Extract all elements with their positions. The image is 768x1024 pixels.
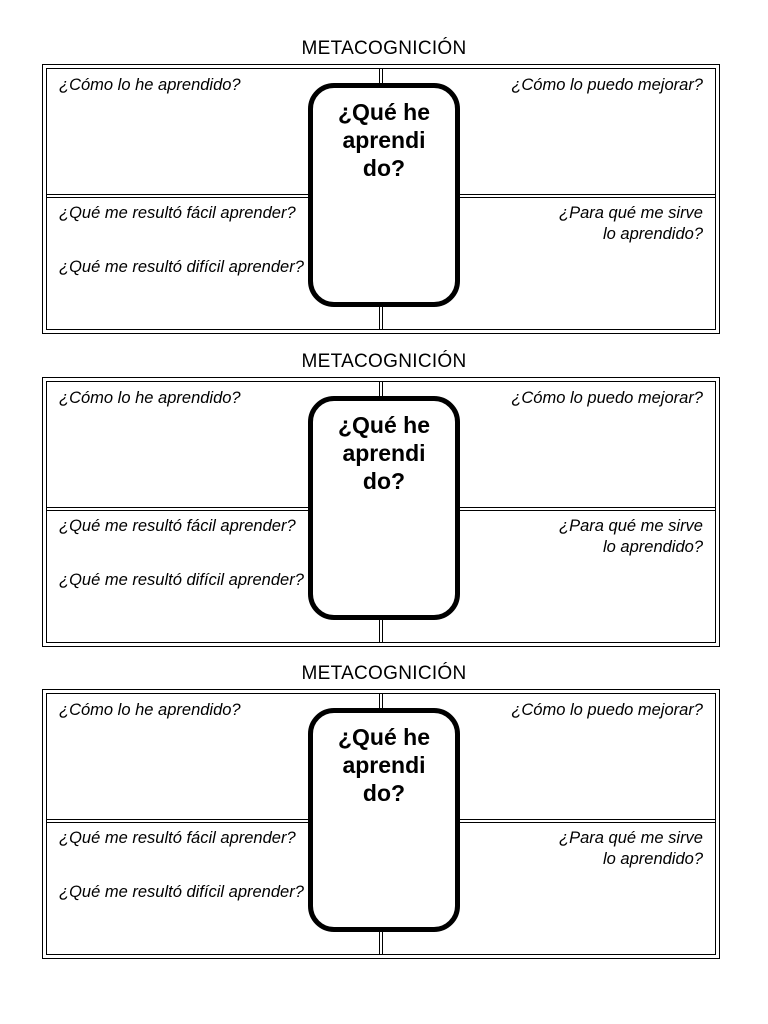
prompt-bottom-left-1: ¿Qué me resultó fácil aprender? bbox=[59, 829, 296, 847]
prompt-bottom-right-line1: ¿Para qué me sirve bbox=[559, 829, 703, 847]
prompt-bottom-right-line2: lo aprendido? bbox=[603, 850, 703, 868]
worksheet-title: METACOGNICIÓN bbox=[301, 38, 467, 59]
prompt-bottom-left-1: ¿Qué me resultó fácil aprender? bbox=[59, 204, 296, 222]
center-line-3: do? bbox=[362, 780, 406, 806]
metacognition-worksheet-2: METACOGNICIÓN ¿Cómo lo he aprendido? ¿Có… bbox=[0, 351, 768, 647]
prompt-bottom-right-line1: ¿Para qué me sirve bbox=[559, 517, 703, 535]
prompt-bottom-right: ¿Para qué me sirve lo aprendido? bbox=[453, 516, 703, 558]
prompt-bottom-right-line2: lo aprendido? bbox=[603, 225, 703, 243]
center-question-label: ¿Qué he aprendi do? bbox=[313, 401, 455, 495]
center-line-1: ¿Qué he bbox=[337, 99, 430, 125]
prompt-top-right: ¿Cómo lo puedo mejorar? bbox=[511, 701, 703, 719]
prompt-bottom-right: ¿Para qué me sirve lo aprendido? bbox=[453, 203, 703, 245]
center-question-label: ¿Qué he aprendi do? bbox=[313, 88, 455, 182]
center-question-box: ¿Qué he aprendi do? bbox=[308, 708, 460, 932]
prompt-bottom-right-line1: ¿Para qué me sirve bbox=[559, 204, 703, 222]
center-line-2: aprendi bbox=[342, 752, 426, 778]
prompt-bottom-left-2: ¿Qué me resultó difícil aprender? bbox=[59, 258, 304, 276]
worksheet-panel-inner: ¿Cómo lo he aprendido? ¿Cómo lo puedo me… bbox=[46, 693, 716, 955]
worksheet-panel: ¿Cómo lo he aprendido? ¿Cómo lo puedo me… bbox=[42, 689, 720, 959]
center-question-box: ¿Qué he aprendi do? bbox=[308, 83, 460, 307]
worksheet-panel-inner: ¿Cómo lo he aprendido? ¿Cómo lo puedo me… bbox=[46, 68, 716, 330]
prompt-top-left: ¿Cómo lo he aprendido? bbox=[59, 701, 241, 719]
prompt-top-right: ¿Cómo lo puedo mejorar? bbox=[511, 389, 703, 407]
prompt-top-left: ¿Cómo lo he aprendido? bbox=[59, 389, 241, 407]
center-line-3: do? bbox=[362, 468, 406, 494]
prompt-bottom-right: ¿Para qué me sirve lo aprendido? bbox=[453, 828, 703, 870]
worksheet-panel: ¿Cómo lo he aprendido? ¿Cómo lo puedo me… bbox=[42, 64, 720, 334]
center-question-label: ¿Qué he aprendi do? bbox=[313, 713, 455, 807]
prompt-bottom-left-1: ¿Qué me resultó fácil aprender? bbox=[59, 517, 296, 535]
prompt-bottom-left-2: ¿Qué me resultó difícil aprender? bbox=[59, 883, 304, 901]
prompt-top-right: ¿Cómo lo puedo mejorar? bbox=[511, 76, 703, 94]
prompt-bottom-left-2: ¿Qué me resultó difícil aprender? bbox=[59, 571, 304, 589]
center-line-2: aprendi bbox=[342, 127, 426, 153]
center-line-1: ¿Qué he bbox=[337, 412, 430, 438]
center-line-1: ¿Qué he bbox=[337, 724, 430, 750]
metacognition-worksheet-3: METACOGNICIÓN ¿Cómo lo he aprendido? ¿Có… bbox=[0, 663, 768, 959]
center-question-box: ¿Qué he aprendi do? bbox=[308, 396, 460, 620]
prompt-top-left: ¿Cómo lo he aprendido? bbox=[59, 76, 241, 94]
center-line-2: aprendi bbox=[342, 440, 426, 466]
worksheet-title: METACOGNICIÓN bbox=[301, 663, 467, 684]
metacognition-worksheet-1: METACOGNICIÓN ¿Cómo lo he aprendido? ¿Có… bbox=[0, 38, 768, 334]
prompt-bottom-right-line2: lo aprendido? bbox=[603, 538, 703, 556]
worksheet-panel-inner: ¿Cómo lo he aprendido? ¿Cómo lo puedo me… bbox=[46, 381, 716, 643]
worksheet-title: METACOGNICIÓN bbox=[301, 351, 467, 372]
worksheet-panel: ¿Cómo lo he aprendido? ¿Cómo lo puedo me… bbox=[42, 377, 720, 647]
center-line-3: do? bbox=[362, 155, 406, 181]
